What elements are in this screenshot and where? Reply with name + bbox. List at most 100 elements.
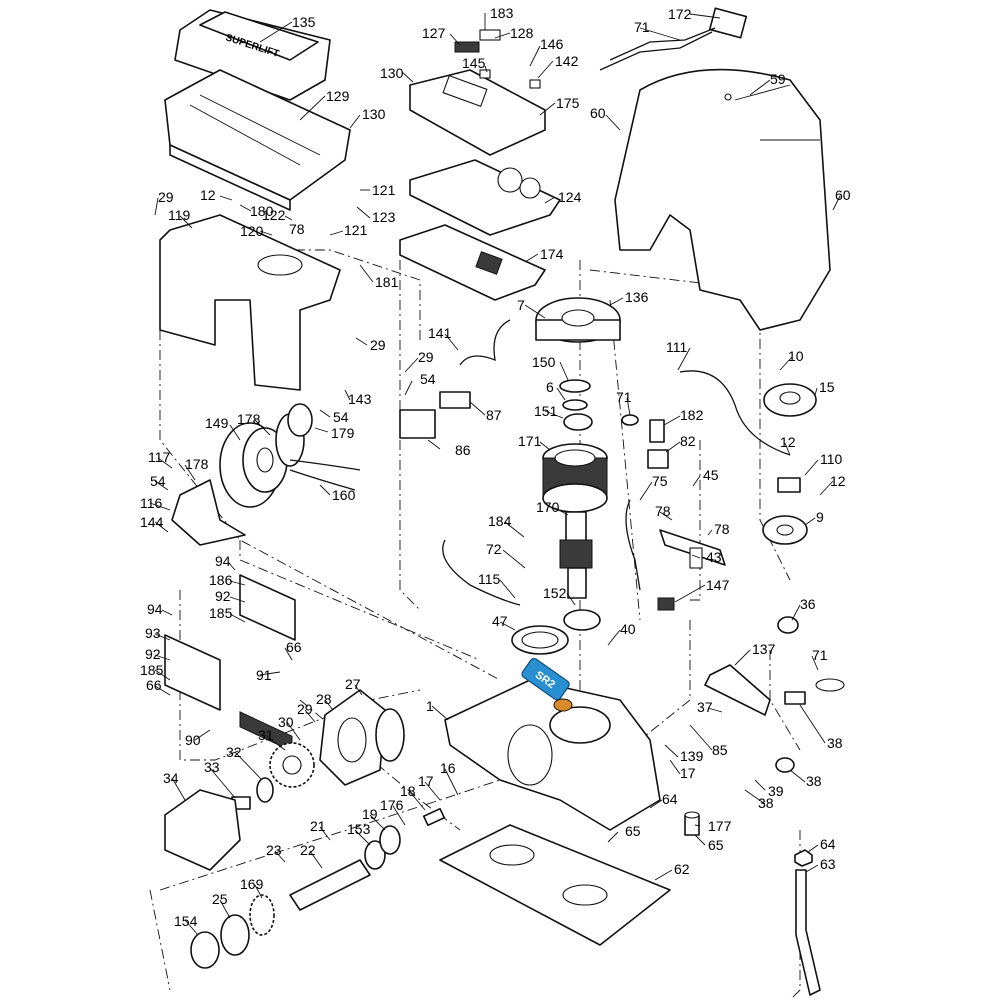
label-94-b: 94: [147, 601, 163, 617]
label-91: 91: [256, 667, 272, 683]
label-12-c: 12: [830, 473, 846, 489]
label-29-c: 29: [418, 349, 434, 365]
label-154: 154: [174, 913, 198, 929]
label-176: 176: [380, 797, 404, 813]
label-12: 12: [200, 187, 216, 203]
label-150: 150: [532, 354, 556, 370]
label-92: 92: [215, 588, 231, 604]
label-75: 75: [652, 473, 668, 489]
label-16: 16: [440, 760, 456, 776]
label-71: 71: [634, 19, 650, 35]
label-54-c: 54: [150, 473, 166, 489]
electronics-housing-129: [164, 69, 351, 211]
label-160: 160: [332, 487, 356, 503]
label-78-b: 78: [655, 503, 671, 519]
label-33: 33: [204, 759, 220, 775]
label-47: 47: [492, 613, 508, 629]
bearing-152: [563, 609, 601, 631]
label-179: 179: [331, 425, 355, 441]
capacitor-182: [649, 419, 665, 443]
wire-75: [625, 499, 641, 591]
label-144: 144: [140, 514, 164, 530]
label-45: 45: [703, 467, 719, 483]
label-37: 37: [697, 699, 713, 715]
label-17-b: 17: [418, 773, 434, 789]
label-172: 172: [668, 6, 692, 22]
base-plate-62: [439, 824, 671, 946]
label-63: 63: [820, 856, 836, 872]
part-number-labels: 135 129 130 130 183 127 128 146 145 142 …: [140, 5, 851, 929]
switch-board-93: [164, 634, 221, 711]
shaft-22: [289, 859, 371, 911]
label-25: 25: [212, 891, 228, 907]
label-31: 31: [258, 727, 274, 743]
bearing-19: [379, 825, 401, 855]
label-145: 145: [462, 55, 486, 71]
label-142: 142: [555, 53, 579, 69]
label-71-c: 71: [812, 647, 828, 663]
bearing-151: [563, 413, 593, 431]
label-15: 15: [819, 379, 835, 395]
label-28: 28: [316, 691, 332, 707]
label-94: 94: [215, 553, 231, 569]
rotor-170: [559, 511, 593, 599]
label-182: 182: [680, 407, 704, 423]
label-184: 184: [488, 513, 512, 529]
connector-86: [399, 409, 436, 439]
label-116: 116: [140, 495, 163, 511]
label-38: 38: [827, 735, 843, 751]
rail-137: [704, 664, 771, 716]
label-171: 171: [518, 433, 542, 449]
module-82: [647, 449, 669, 469]
label-178: 178: [237, 411, 261, 427]
label-185: 185: [209, 605, 233, 621]
label-123: 123: [372, 209, 396, 225]
label-39: 39: [768, 783, 784, 799]
board-124: [409, 159, 561, 236]
label-78: 78: [289, 221, 305, 237]
bracket-116: [171, 479, 246, 546]
wire-111: [679, 370, 791, 456]
label-71-b: 71: [616, 389, 632, 405]
label-29: 29: [158, 189, 174, 205]
label-143: 143: [348, 391, 372, 407]
highlight-tag-sr2[interactable]: SR2: [520, 657, 573, 712]
label-186: 186: [209, 572, 233, 588]
label-124: 124: [558, 189, 582, 205]
label-128: 128: [510, 25, 534, 41]
label-30: 30: [278, 714, 294, 730]
leader-lines: [149, 13, 841, 936]
washer-38: [775, 757, 795, 773]
label-7: 7: [517, 297, 525, 313]
label-181: 181: [375, 274, 399, 290]
label-64-b: 64: [820, 836, 836, 852]
encoder-9: [762, 515, 808, 545]
label-1: 1: [426, 698, 434, 714]
pulley-15: [763, 383, 817, 417]
label-147: 147: [706, 577, 730, 593]
label-18: 18: [400, 783, 416, 799]
label-59: 59: [770, 71, 786, 87]
label-6: 6: [546, 379, 554, 395]
washer-32: [256, 777, 274, 803]
label-85: 85: [712, 742, 728, 758]
label-60: 60: [590, 105, 606, 121]
label-90: 90: [185, 732, 201, 748]
label-136: 136: [625, 289, 649, 305]
control-board-175: [409, 29, 546, 156]
plate-174: [399, 224, 546, 301]
gasket-47: [511, 625, 569, 655]
label-178-b: 178: [185, 456, 209, 472]
label-10: 10: [788, 348, 804, 364]
label-127: 127: [422, 25, 446, 41]
label-183: 183: [490, 5, 514, 21]
connector-172: [599, 7, 748, 71]
clip-6: [562, 399, 588, 411]
connector-87: [439, 391, 471, 409]
label-151: 151: [534, 403, 558, 419]
label-66-b: 66: [146, 677, 162, 693]
sensor-110: [777, 477, 801, 493]
label-54: 54: [420, 371, 436, 387]
label-65: 65: [625, 823, 641, 839]
